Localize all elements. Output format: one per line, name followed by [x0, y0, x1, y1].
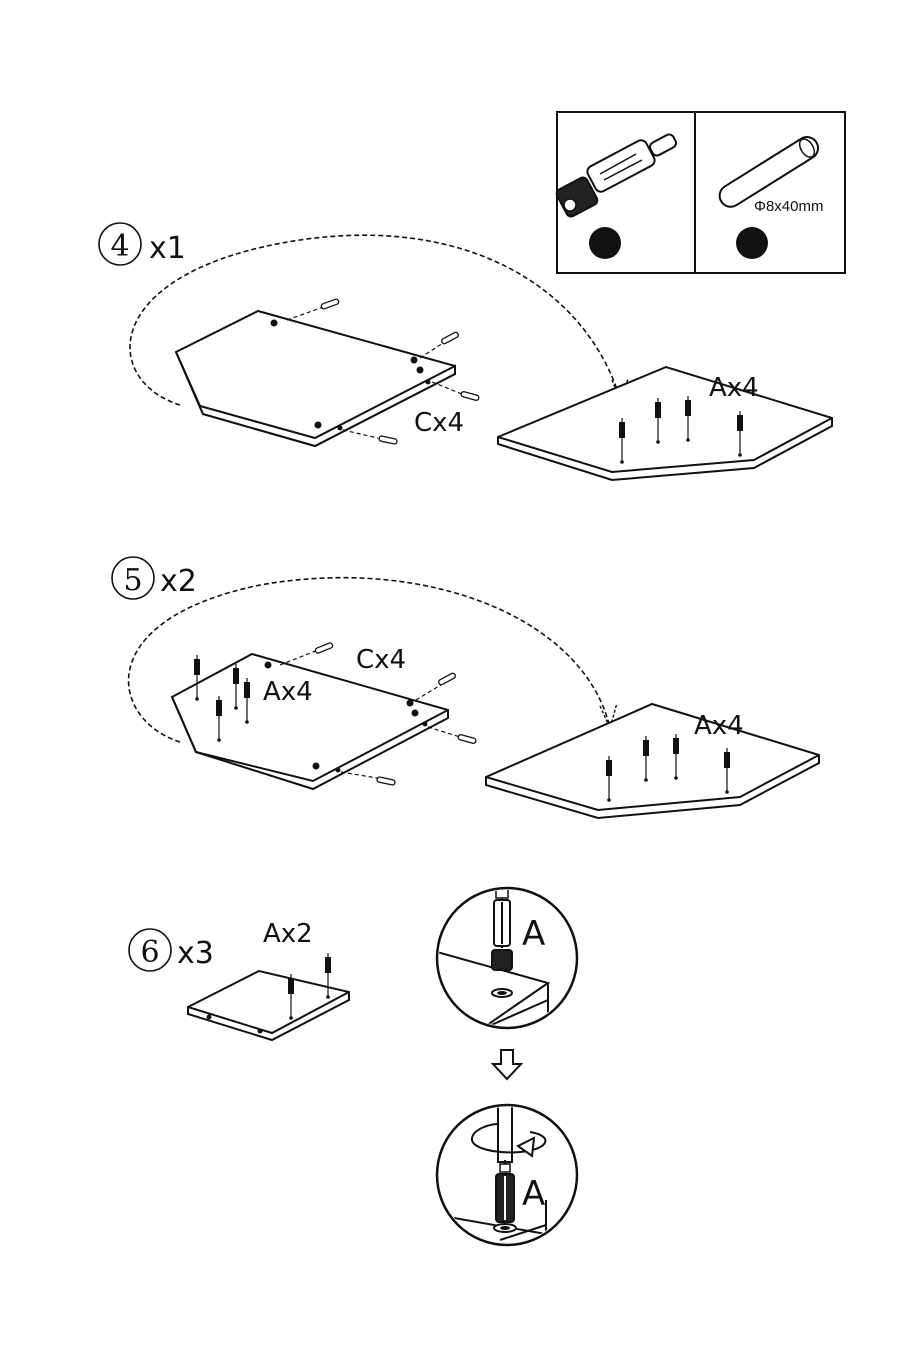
- panel-right: [486, 704, 819, 818]
- panel-right: [498, 367, 832, 480]
- label-bolts-right: Ax4: [709, 373, 759, 403]
- step-multiplier: x1: [149, 231, 186, 266]
- step-6: 6 x3 Ax2: [129, 884, 580, 1250]
- step-number: 6: [140, 935, 159, 970]
- down-arrow-icon: [493, 1050, 521, 1079]
- step-number: 4: [110, 229, 129, 264]
- panel-left: [172, 642, 476, 789]
- part-marker-dot-bolt: [589, 227, 621, 259]
- label-bolts: Ax2: [263, 919, 313, 949]
- step-number: 5: [123, 563, 142, 598]
- detail-part-letter: A: [522, 914, 545, 954]
- detail-insert-bolt: [437, 884, 577, 1030]
- step-multiplier: x3: [177, 936, 214, 971]
- label-bolts-right: Ax4: [694, 711, 744, 741]
- label-dowels: Cx4: [356, 645, 406, 675]
- label-dowels: Cx4: [414, 408, 464, 438]
- detail-part-letter: A: [522, 1174, 545, 1214]
- step-5: 5 x2 Ax4 Cx4: [112, 557, 819, 818]
- parts-legend-box: Φ8x40mm: [555, 112, 845, 273]
- pin-size-label: Φ8x40mm: [754, 198, 824, 215]
- detail-tighten-bolt: [437, 1104, 580, 1250]
- label-bolts-left: Ax4: [263, 677, 313, 707]
- part-marker-dot-pin: [736, 227, 768, 259]
- step-multiplier: x2: [160, 564, 197, 599]
